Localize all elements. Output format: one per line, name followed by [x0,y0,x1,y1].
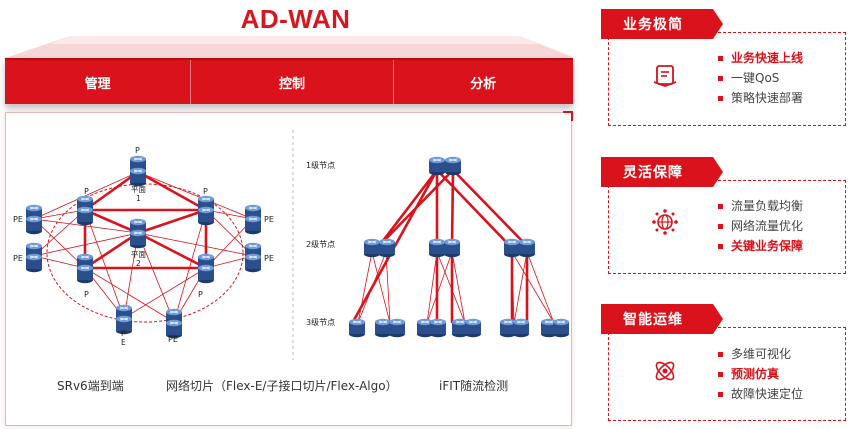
card-flexible-assurance [608,180,846,274]
node-label-p-left-down: P [84,290,89,299]
node-label-pe-left-up: PE [13,215,23,224]
caption-ifit: iFIT随流检测 [439,379,509,393]
level-label-2: 2级节点 [306,239,335,249]
list-item: 流量负载均衡 [718,196,803,216]
document-stack-icon [653,65,677,87]
list-item: 一键QoS [718,68,803,88]
list-item: 故障快速定位 [718,384,803,404]
list-item: 关键业务保障 [718,236,803,256]
panel-corner-accent [563,111,573,121]
banner-shape-2 [601,157,723,187]
banner-shape-1 [601,9,723,39]
node-label-pe-bottom-right: PE [168,335,178,344]
hierarchy-access-links [357,251,555,324]
caption-network-slicing: 网络切片（Flex-E/子接口切片/Flex-Algo） [166,379,398,393]
list-item: 业务快速上线 [718,48,803,68]
caption-srv6: SRv6端到端 [57,379,124,393]
node-label-pe-left-down: PE [13,254,23,263]
tab-control[interactable]: 控制 [190,60,392,104]
card-list-intelligent-om: 多维可视化 预测仿真 故障快速定位 [718,344,803,404]
list-item: 策略快速部署 [718,88,803,108]
card-title-intelligent-om: 智能运维 [623,312,683,328]
node-label-pe-right-down: PE [264,254,274,263]
level-label-1: 1级节点 [306,160,335,170]
card-intelligent-om [608,327,846,421]
banner-shape-3 [601,304,723,334]
hierarchy-routers [348,156,570,338]
globe-network-icon [652,209,678,235]
hierarchy-core-links [352,169,529,323]
list-item: 多维可视化 [718,344,803,364]
card-title-flexible-assurance: 灵活保障 [623,165,683,181]
card-list-simplicity: 业务快速上线 一键QoS 策略快速部署 [718,48,803,108]
node-label-pe-right-up: PE [264,215,274,224]
node-label-p-right-down: P [198,290,203,299]
atom-orbit-icon [655,361,675,381]
header-roof [5,36,575,58]
list-item: 预测仿真 [718,364,803,384]
tab-analysis[interactable]: 分析 [392,60,573,104]
level-label-3: 3级节点 [306,317,335,327]
node-label-p-right-up: P [203,187,208,196]
list-item: 网络流量优化 [718,216,803,236]
tab-management[interactable]: 管理 [84,76,111,92]
card-list-flexible-assurance: 流量负载均衡 网络流量优化 关键业务保障 [718,196,803,256]
card-simplicity [608,32,846,126]
card-title-simplicity: 业务极简 [623,17,683,33]
page-title: AD-WAN [240,4,351,34]
function-tab-bar: 管理 控制 分析 [5,58,573,104]
node-label-p-left-up: P [84,187,89,196]
node-label-p-top: P [135,146,140,155]
